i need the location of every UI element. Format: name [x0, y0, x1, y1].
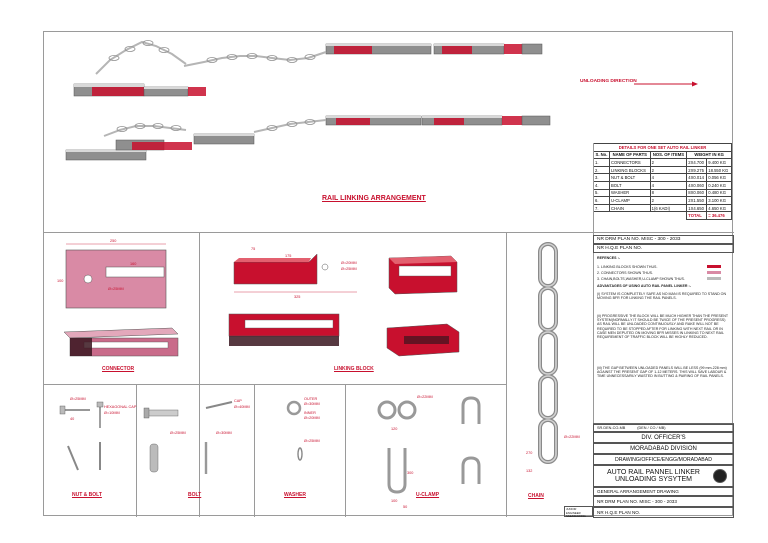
chain-diameter: Ø=22MM	[564, 435, 580, 439]
dim-270: 270	[526, 451, 532, 455]
ref-2: 2. CONNECTORS SHOWN THUS.	[597, 271, 653, 275]
bolt-label: BOLT	[188, 492, 202, 498]
references-heading: REFENCES :-	[597, 256, 620, 260]
col-name: NAME OF PARTS	[608, 150, 651, 160]
nb-40: 40	[70, 417, 74, 421]
bolt-d2: Ø=30MM	[216, 431, 232, 435]
notes-plan-no: NR DRM PLAN NO. MISC - 300 - 2033	[593, 235, 734, 244]
divider-v4	[136, 384, 137, 517]
dim-lb-d20: Ø=20MM	[341, 261, 357, 265]
cap-label: CAP	[234, 399, 242, 403]
bolt-d1: Ø=25MM	[170, 431, 186, 435]
bolt-drawing: CAP Ø=40MM Ø=25MM Ø=30MM	[143, 399, 250, 474]
dim-175: 175	[285, 254, 291, 258]
ref-1: 1. LINKING BLOCKS SHOWN THUS.	[597, 265, 658, 269]
arrangement-title: RAIL LINKING ARRANGEMENT	[322, 195, 426, 202]
uclamp-120: 120	[391, 427, 397, 431]
dim-160: 160	[130, 262, 136, 266]
col-nos: NOS. OF ITEMS	[649, 150, 688, 160]
washer-drawing: OUTER Ø=30MM INNER Ø=20MM Ø=25MM	[286, 397, 320, 461]
cap-dim: Ø=40MM	[234, 405, 250, 409]
col-weight: WEIGHT IN KG	[686, 150, 732, 160]
tb-sign: SR.DEN-CO-MB	[597, 426, 626, 430]
divider-v2	[506, 232, 507, 517]
advantage-3: (iii) THE GAP BETWEEN UNLOADED PANELS WI…	[597, 366, 727, 379]
dim-d25: Ø=25MM	[108, 287, 124, 291]
divider-v3	[593, 143, 594, 517]
outer-label: OUTER	[304, 397, 318, 401]
chain-drawing: Ø=22MM 270 132	[526, 242, 580, 473]
ref-3: 3. CHAIN,BOLTS,WASHER,U-CLAMP SHOWN THUS…	[597, 277, 685, 281]
linking-block-drawing: 325 175 75 Ø=20MM Ø=25MM	[228, 247, 460, 357]
divider-h2	[44, 384, 506, 385]
linking-block-label: LINKING BLOCK	[334, 366, 374, 372]
uclamp-50: 50	[403, 505, 407, 509]
rail-arrangement-view-1	[65, 40, 698, 161]
u-clamp-label: U-CLAMP	[416, 492, 440, 498]
tb-division: MORADABAD DIVISION	[593, 443, 734, 454]
advantage-2: (ii) PROGRESSIVE THE BLOCK WILL BE MUCH …	[597, 314, 728, 340]
nut-bolt-drawing: Ø=25MM 40 HEXAGONAL CAP Ø=10MM	[59, 397, 137, 471]
ref-swatch-3	[707, 277, 721, 280]
connector-label: CONNECTOR	[102, 366, 135, 372]
drawing-sheet: UNLOADING DIRECTION RAIL LINKING ARRANGE…	[43, 31, 734, 519]
washer-dim: Ø=25MM	[304, 439, 320, 443]
ref-swatch-2	[707, 271, 721, 274]
tb-officer: DIV. OFFICER'S	[593, 432, 734, 443]
chain-label: CHAIN	[528, 493, 544, 499]
inner-label: INNER	[304, 411, 316, 415]
outer-dim: Ø=30MM	[304, 402, 320, 406]
railway-logo-icon	[713, 469, 727, 483]
advantage-1: (i) SYSTEM IS COMPLETELY SAFE AS NO MAN …	[597, 292, 727, 301]
hex-cap-label: HEXAGONAL CAP	[104, 405, 137, 409]
tb-hq: NR H.Q.E PLAN NO.	[593, 507, 734, 518]
tb-main-title: AUTO RAIL PANNEL LINKER UNLOADING SYSYTE…	[593, 465, 734, 487]
nb-diameter: Ø=25MM	[70, 397, 86, 401]
tb-office: DRAWING/OFFICE/ENGG/MORADABAD	[593, 454, 734, 465]
tb-sign2: (DEN / CO / MB)	[637, 426, 666, 430]
inner-dim: Ø=20MM	[304, 416, 320, 420]
tb-plan-no: NR DRM PLAN NO. MISC - 300 - 2033	[593, 496, 734, 507]
dim-250: 250	[110, 239, 116, 243]
uclamp-diameter: Ø=22MM	[417, 395, 433, 399]
u-clamp-drawing: Ø=22MM 120 300 100 50	[377, 395, 481, 509]
nut-bolt-label: NUT & BOLT	[72, 492, 102, 498]
details-title: DETAILS FOR ONE SET AUTO RAIL LINKER	[593, 143, 732, 152]
total-label: TOTAL	[686, 211, 708, 220]
notes-hq-plan: NR H.Q.E PLAN NO.	[593, 244, 734, 253]
tb-subtitle: GENERAL ARRANGEMENT DRAWING	[593, 487, 734, 496]
divider-v6	[345, 384, 346, 517]
connector-drawing: 250 160 100 Ø=25MM	[57, 239, 179, 357]
unloading-direction-label: UNLOADING DIRECTION	[580, 79, 637, 84]
washer-label: WASHER	[284, 492, 306, 498]
tb-sign-row: SR.DEN-CO-MB (DEN / CO / MB)	[593, 424, 734, 432]
section-divider	[44, 232, 734, 233]
tb-left2: SSE/DRAWING	[566, 514, 586, 519]
dim-75: 75	[251, 247, 255, 251]
uclamp-300: 300	[407, 471, 413, 475]
title-block: SR.DEN-CO-MB (DEN / CO / MB) DIV. OFFICE…	[593, 423, 734, 518]
dim-100: 100	[57, 279, 63, 283]
advantages-heading: ADVANTAGES OF USING AUTO RAIL PANEL LINK…	[597, 284, 691, 288]
dim-325: 325	[294, 295, 300, 299]
tb-left1: JUNIOR ENGINEER	[566, 507, 581, 515]
dim-lb-d25: Ø=25MM	[341, 267, 357, 271]
tb-left-cell: JUNIOR ENGINEER SSE/DRAWING	[564, 506, 593, 519]
details-table: DETAILS FOR ONE SET AUTO RAIL LINKER S. …	[593, 143, 732, 220]
uclamp-100: 100	[391, 499, 397, 503]
divider-v5	[254, 384, 255, 517]
total-value: = 36.476	[706, 211, 732, 220]
col-sno: S. No.	[593, 150, 610, 160]
divider-v1	[199, 232, 200, 517]
ref-swatch-1	[707, 265, 721, 268]
dim-132: 132	[526, 469, 532, 473]
hex-cap-dim: Ø=10MM	[104, 411, 120, 415]
